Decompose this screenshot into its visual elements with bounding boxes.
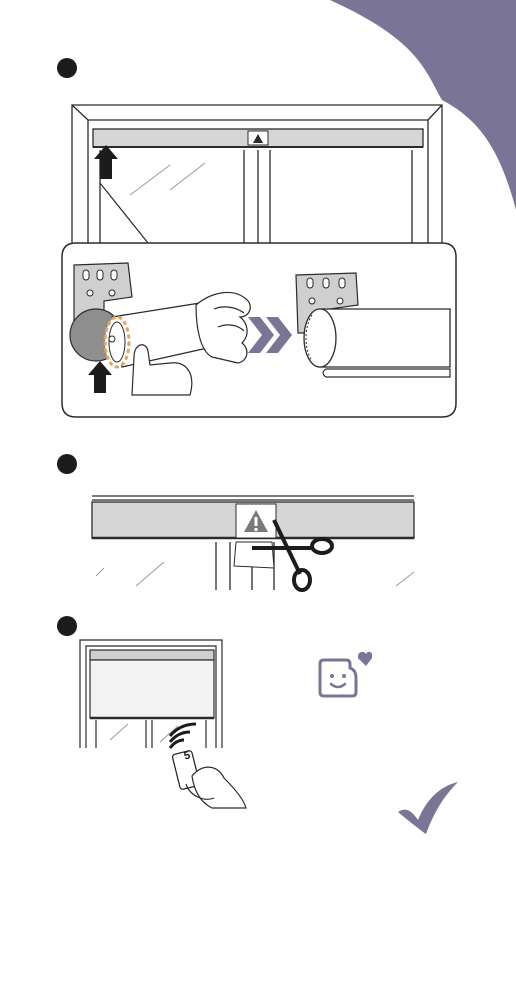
window-frame — [72, 105, 442, 245]
roller-tube — [90, 650, 214, 660]
checkmark-icon — [396, 782, 460, 838]
roller-tube — [93, 129, 423, 147]
step-2-illustration — [0, 490, 516, 600]
warning-tag — [234, 504, 276, 568]
step-1-bullet — [57, 58, 77, 78]
hand-with-remote — [172, 750, 246, 808]
step-1-illustration — [0, 95, 516, 425]
step-2-bullet — [57, 454, 77, 474]
signal-icon — [170, 724, 196, 748]
step-3-illustration — [0, 630, 260, 810]
roller-fabric — [90, 660, 214, 718]
roller-tube-installed — [304, 309, 450, 377]
up-arrow-icon — [94, 145, 118, 179]
smiley-heart-icon — [318, 648, 372, 700]
